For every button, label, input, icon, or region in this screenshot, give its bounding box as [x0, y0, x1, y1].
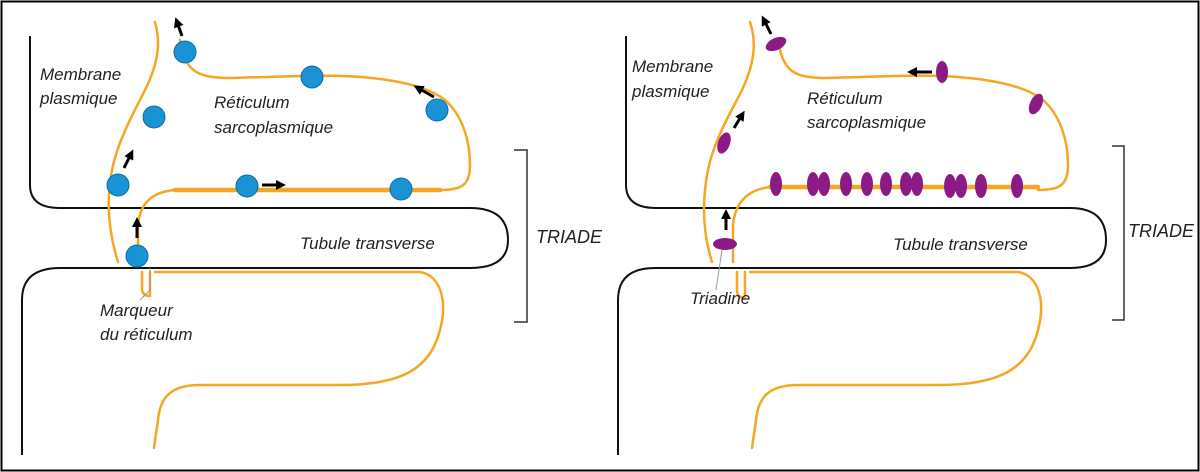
right-panel: Membrane plasmique Réticulum sarcoplasmi… [617, 15, 1195, 455]
triadin-mark [900, 172, 912, 196]
label-triadin: Triadine [690, 289, 750, 308]
marker-dot [425, 98, 449, 122]
label-reticulum-line1: Réticulum [214, 93, 290, 112]
triadin-mark [840, 172, 852, 196]
plasma-membrane-line [617, 36, 1108, 455]
reticulum-markers [106, 40, 449, 268]
label-marker-line2: du réticulum [100, 325, 193, 344]
marker-dot [235, 174, 259, 198]
label-tubule: Tubule transverse [300, 234, 435, 253]
plasma-membrane-line [21, 36, 510, 455]
trafficking-arrows [721, 15, 932, 230]
marker-dot [389, 177, 413, 201]
triadin-mark [936, 61, 948, 83]
triad-bracket [1112, 145, 1125, 321]
label-membrane-line2: plasmique [631, 82, 710, 101]
trafficking-arrows [122, 17, 435, 238]
triadin-mark [770, 172, 782, 196]
arrow [761, 15, 773, 35]
label-reticulum-line2: sarcoplasmique [807, 113, 926, 132]
label-membrane-line1: Membrane [632, 57, 713, 76]
marker-dot [300, 65, 324, 89]
arrow [732, 110, 745, 129]
triadin-mark [717, 132, 731, 154]
label-membrane-line1: Membrane [40, 65, 121, 84]
triadin-pointer-line [715, 249, 723, 291]
marker-dot [142, 105, 166, 129]
triadin-mark [880, 172, 892, 196]
label-reticulum-line1: Réticulum [807, 89, 883, 108]
marker-dot [106, 173, 130, 197]
triadin-mark [713, 238, 737, 250]
label-reticulum-line2: sarcoplasmique [214, 118, 333, 137]
triadin-mark [944, 174, 956, 198]
label-tubule: Tubule transverse [893, 235, 1028, 254]
triadin-mark [975, 174, 987, 198]
arrow [413, 85, 435, 99]
triadin-mark [861, 172, 873, 196]
triadin-mark [818, 172, 830, 196]
triadin-mark [955, 174, 967, 198]
triadin-mark [1011, 174, 1023, 198]
triadin-proteins [713, 36, 1044, 250]
triadin-mark [1028, 93, 1044, 115]
arrow [173, 17, 184, 37]
marker-dot [125, 244, 149, 268]
triadin-mark [807, 172, 819, 196]
marker-dot [173, 40, 197, 64]
reticulum-membrane [702, 20, 1070, 450]
left-panel: Membrane plasmique Réticulum sarcoplasmi… [21, 17, 603, 455]
label-membrane-line2: plasmique [39, 89, 118, 108]
triadin-mark [765, 36, 787, 52]
triadin-mark [911, 172, 923, 196]
label-triad: TRIADE [1128, 221, 1195, 241]
triad-bracket [514, 149, 528, 323]
arrow [122, 149, 134, 169]
label-marker-line1: Marqueur [100, 301, 174, 320]
label-triad: TRIADE [536, 227, 603, 247]
marker-pointer-line [139, 268, 151, 301]
